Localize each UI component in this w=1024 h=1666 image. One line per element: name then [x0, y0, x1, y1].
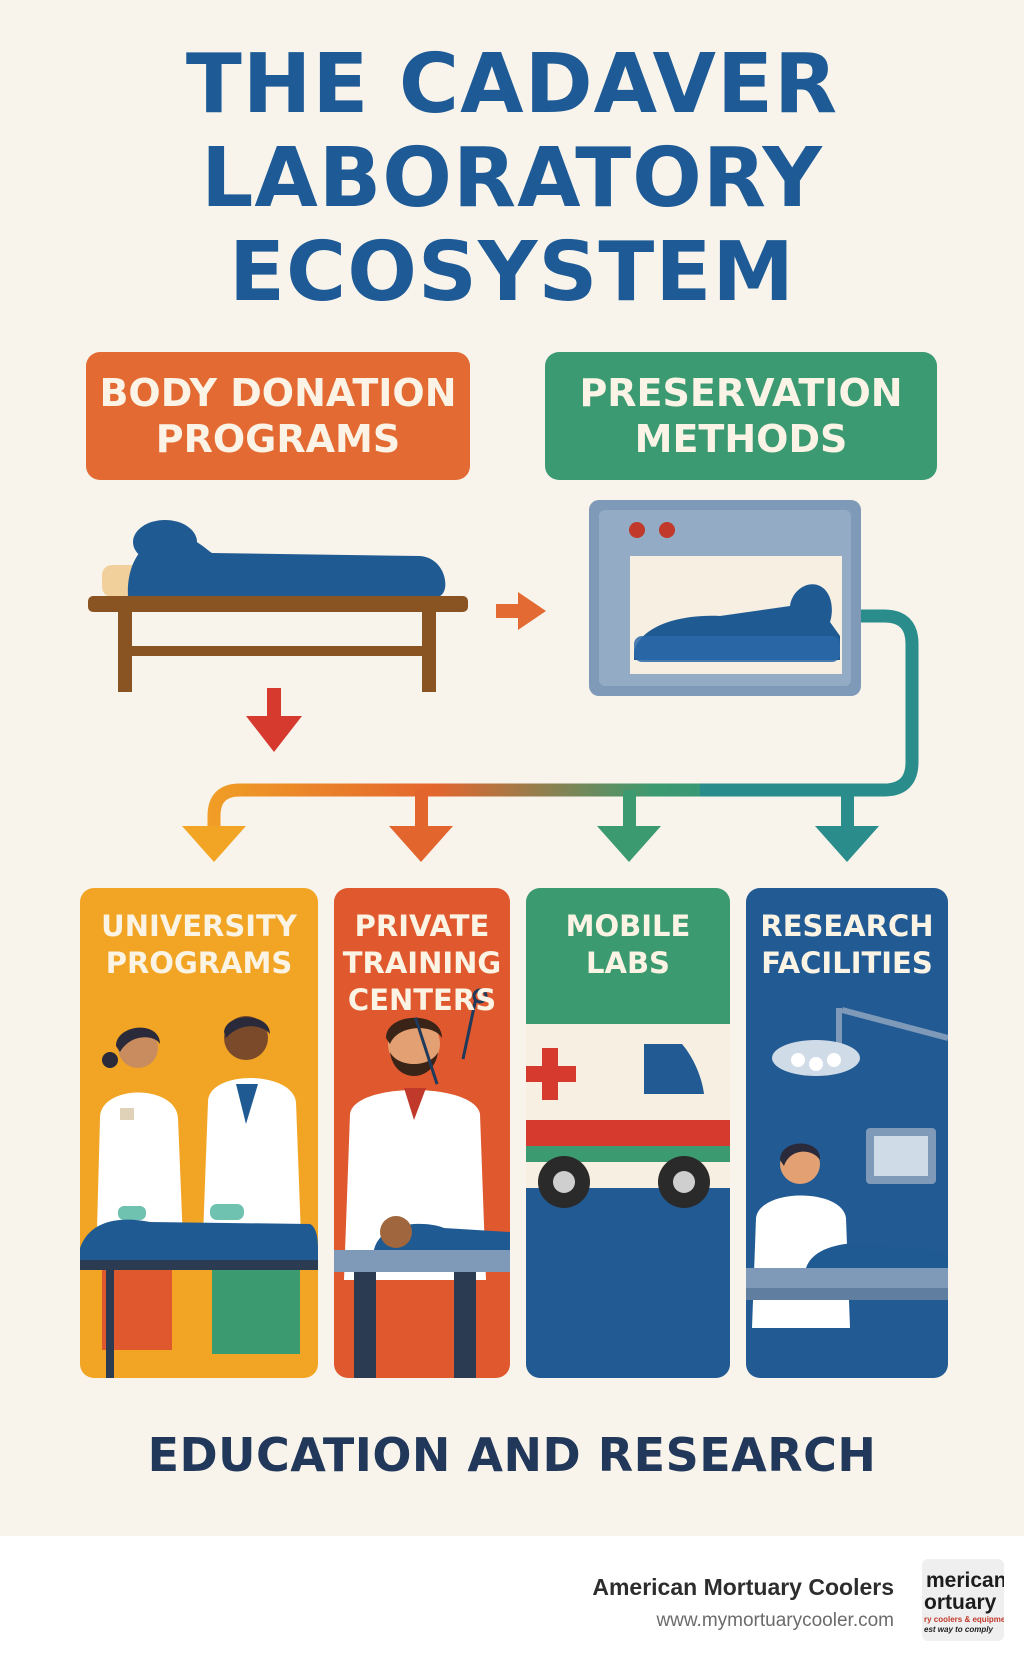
brand-logo-line-4: est way to comply — [924, 1625, 993, 1634]
brand-logo: merican ortuary ry coolers & equipment e… — [922, 1559, 1004, 1641]
panel-private-label: PRIVATE TRAINING CENTERS — [334, 908, 510, 1019]
title-line-1: THE CADAVER — [185, 37, 839, 132]
university-illustration — [80, 1016, 318, 1378]
arrow-down-icon — [597, 790, 661, 862]
brand-url[interactable]: www.mymortuarycooler.com — [656, 1610, 894, 1631]
panel-private-training-centers: PRIVATE TRAINING CENTERS — [334, 888, 510, 1378]
arrow-right-icon — [496, 592, 546, 630]
body-donation-line-1: BODY DONATION — [99, 371, 457, 415]
panel-university-line-1: UNIVERSITY — [101, 909, 297, 943]
panel-university-label: UNIVERSITY PROGRAMS — [80, 908, 318, 982]
panel-university-line-2: PROGRAMS — [105, 946, 293, 980]
brand-name: American Mortuary Coolers — [592, 1574, 894, 1600]
panel-research-facilities: RESEARCH FACILITIES — [746, 888, 948, 1378]
panel-mobile-line-1: MOBILE — [565, 909, 691, 943]
title-line-3: ECOSYSTEM — [229, 225, 795, 320]
title-line-2: LABORATORY — [201, 131, 823, 226]
panel-research-label: RESEARCH FACILITIES — [746, 908, 948, 982]
preservation-connector — [700, 609, 919, 797]
donation-table-illustration — [88, 520, 468, 692]
panel-private-line-3: CENTERS — [347, 983, 497, 1017]
panel-mobile-line-2: LABS — [586, 946, 670, 980]
mobile-lab-illustration — [526, 1024, 730, 1378]
preservation-cabinet-illustration — [589, 500, 861, 696]
brand-strip — [0, 1536, 1024, 1666]
research-illustration — [746, 1007, 948, 1328]
brand-logo-line-2: ortuary — [924, 1591, 997, 1614]
preservation-methods-box: PRESERVATION METHODS — [545, 352, 937, 480]
panel-research-line-2: FACILITIES — [761, 946, 933, 980]
arrow-down-icon — [389, 790, 453, 862]
page-title: THE CADAVER LABORATORY ECOSYSTEM — [0, 38, 1024, 320]
panel-mobile-labs: MOBILE LABS — [526, 888, 730, 1378]
private-training-illustration — [334, 988, 510, 1378]
preservation-line-2: METHODS — [634, 417, 848, 461]
education-research-heading: EDUCATION AND RESEARCH — [147, 1428, 877, 1482]
brand-logo-line-3: ry coolers & equipment — [924, 1615, 1004, 1624]
panel-mobile-label: MOBILE LABS — [526, 908, 730, 982]
panel-university-programs: UNIVERSITY PROGRAMS — [80, 888, 318, 1378]
body-donation-line-2: PROGRAMS — [155, 417, 401, 461]
panel-research-line-1: RESEARCH — [760, 909, 934, 943]
body-donation-box: BODY DONATION PROGRAMS — [86, 352, 470, 480]
brand-logo-line-1: merican — [926, 1569, 1004, 1592]
branch-line — [207, 783, 700, 826]
arrow-down-icon — [246, 688, 302, 752]
preservation-line-1: PRESERVATION — [579, 371, 903, 415]
arrow-down-icon — [815, 790, 879, 862]
panel-private-line-1: PRIVATE — [354, 909, 490, 943]
arrow-down-icon — [182, 826, 246, 862]
panel-private-line-2: TRAINING — [342, 946, 502, 980]
